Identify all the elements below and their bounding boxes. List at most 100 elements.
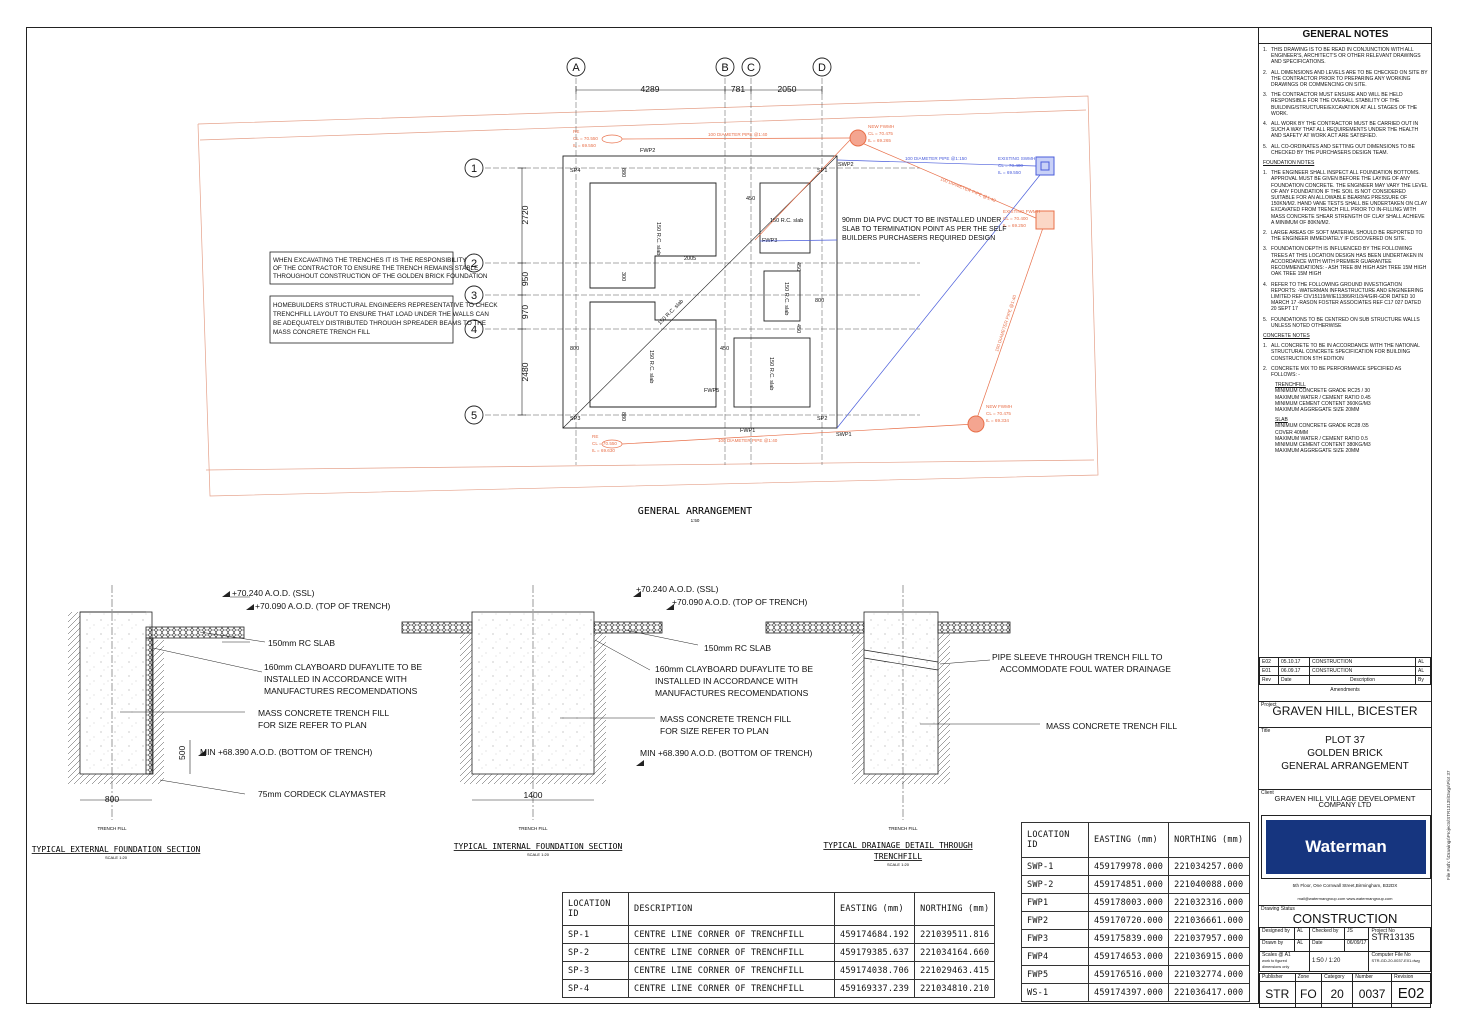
setting-out-table: LOCATION ID DESCRIPTION EASTING (mm) NOR…	[562, 892, 996, 998]
status-box: Drawing Status CONSTRUCTION	[1259, 905, 1431, 927]
surface-drainage	[759, 159, 1041, 429]
swp2-label: SWP2	[838, 162, 854, 168]
title-box: Title PLOT 37 GOLDEN BRICK GENERAL ARRAN…	[1259, 727, 1431, 789]
foul-drainage	[601, 134, 1046, 449]
waterman-logo: Waterman	[1261, 815, 1431, 879]
ext-scale: SCALE 1:20	[105, 855, 128, 860]
grid-label-5: 5	[471, 410, 477, 422]
client-box: Client GRAVEN HILL VILLAGE DEVELOPMENT C…	[1259, 789, 1431, 813]
ext-title: TYPICAL EXTERNAL FOUNDATION SECTION	[32, 845, 201, 854]
drain-mass: MASS CONCRETE TRENCH FILL	[1046, 721, 1177, 731]
grid-label-3: 3	[471, 290, 477, 302]
int-ssl: +70.240 A.O.D. (SSL)	[636, 584, 719, 594]
re-top-2: CL = 70.550	[573, 136, 598, 141]
drain-cl: TRENCH FILL	[888, 826, 918, 831]
drawing-status: CONSTRUCTION	[1292, 911, 1398, 927]
internal-section	[401, 585, 699, 820]
drain-title-2: TRENCHFILL	[874, 852, 922, 861]
grid-label-d: D	[818, 62, 826, 74]
ext-width: 800	[105, 794, 119, 804]
ext-ssl: +70.240 A.O.D. (SSL)	[232, 588, 315, 598]
plan-note-1a: WHEN EXCAVATING THE TRENCHES IT IS THE R…	[273, 257, 467, 264]
grid-label-c: C	[747, 62, 755, 74]
swmh-3: IL = 69.550	[998, 170, 1021, 175]
plan-note-1c: THROUGHOUT CONSTRUCTION OF THE GOLDEN BR…	[273, 273, 488, 280]
file-path-text: File Path: \\Drawings\Projects\STR13135\…	[1446, 770, 1451, 880]
wp-header-north: NORTHING (mm)	[1168, 822, 1251, 858]
dim-2005: 2005	[684, 256, 696, 262]
int-top: +70.090 A.O.D. (TOP OF TRENCH)	[672, 597, 808, 607]
sp3-label: SP3	[570, 416, 580, 422]
fmh-bot-1: NEW FWMH	[986, 404, 1012, 409]
drain-sleeve-1: PIPE SLEEVE THROUGH TRENCH FILL TO	[992, 652, 1163, 662]
int-slab: 150mm RC SLAB	[704, 643, 771, 653]
ext-clay-3: MANUFACTURES RECOMENDATIONS	[264, 686, 418, 696]
dim-2050: 2050	[778, 84, 797, 94]
slab-label-a: 150 R.C. slab	[655, 222, 661, 255]
fmh-bot-3: IL = 69.334	[986, 418, 1009, 423]
pipe-blue-label: 100 DIAMETER PIPE @1:150	[905, 156, 967, 161]
plan-note-2a: HOMEBUILDERS STRUCTURAL ENGINEERS REPRES…	[273, 302, 498, 309]
ext-mass-1: MASS CONCRETE TRENCH FILL	[258, 708, 389, 718]
fmh-bot-2: CL = 70.475	[986, 411, 1011, 416]
sp-header-east: EASTING (mm)	[833, 892, 916, 926]
ext-depth: 500	[177, 746, 187, 760]
revision-number: E02	[1391, 981, 1431, 1008]
dim-450c: 450	[795, 262, 801, 271]
dim-781: 781	[731, 84, 745, 94]
fwmh-2: CL = 70.400	[1003, 216, 1028, 221]
dim-950: 950	[520, 272, 530, 286]
dim-880b: 880	[620, 412, 626, 421]
int-mass-1: MASS CONCRETE TRENCH FILL	[660, 714, 791, 724]
fmh-top-2: CL = 70.475	[868, 131, 893, 136]
re-bot-1: RE	[592, 434, 598, 439]
ext-cordeck: 75mm CORDECK CLAYMASTER	[258, 789, 386, 799]
sp1-label: SP1	[817, 168, 827, 174]
re-bot-3: IL = 69.630	[592, 448, 615, 453]
int-min: MIN +68.390 A.O.D. (BOTTOM OF TRENCH)	[640, 748, 812, 758]
fwmh-1: EXISTING FWMH	[1003, 209, 1040, 214]
sp-header-desc: DESCRIPTION	[628, 892, 835, 926]
sp-header-north: NORTHING (mm)	[914, 892, 996, 926]
int-scale: SCALE 1:20	[527, 852, 550, 857]
project-box: Project GRAVEN HILL, BICESTER	[1259, 701, 1431, 727]
sp-header-id: LOCATION ID	[562, 892, 629, 926]
dim-2480: 2480	[520, 362, 530, 381]
re-bot-2: CL = 70.550	[592, 441, 617, 446]
grid-label-4: 4	[471, 324, 477, 336]
general-notes: 1.THIS DRAWING IS TO BE READ IN CONJUNCT…	[1263, 47, 1428, 455]
duct-note-2: SLAB TO TERMINATION POINT AS PER THE SEL…	[842, 226, 1007, 233]
int-clay-3: MANUFACTURES RECOMENDATIONS	[655, 688, 809, 698]
int-clay-1: 160mm CLAYBOARD DUFAYLITE TO BE	[655, 664, 813, 674]
int-mass-2: FOR SIZE REFER TO PLAN	[660, 726, 769, 736]
concrete-notes-header: CONCRETE NOTES	[1263, 332, 1310, 339]
external-section	[68, 585, 266, 820]
slab-label-f: 150 R.C. slab	[657, 299, 685, 327]
dim-450b: 450	[720, 346, 729, 352]
site-boundary	[197, 95, 1099, 497]
project-name: GRAVEN HILL, BICESTER	[1272, 704, 1418, 719]
int-cl: TRENCH FILL	[518, 826, 548, 831]
int-clay-2: INSTALLED IN ACCORDANCE WITH	[655, 676, 798, 686]
client-name: GRAVEN HILL VILLAGE DEVELOPMENT COMPANY …	[1274, 794, 1416, 810]
general-notes-header: GENERAL NOTES	[1259, 27, 1432, 44]
grid-label-a: A	[572, 62, 580, 74]
dim-800b: 800	[815, 298, 824, 304]
dim-450a: 450	[746, 196, 755, 202]
drain-sleeve-2: ACCOMMODATE FOUL WATER DRAINAGE	[1000, 664, 1171, 674]
dim-450d: 450	[795, 324, 801, 333]
dim-970: 970	[520, 305, 530, 319]
